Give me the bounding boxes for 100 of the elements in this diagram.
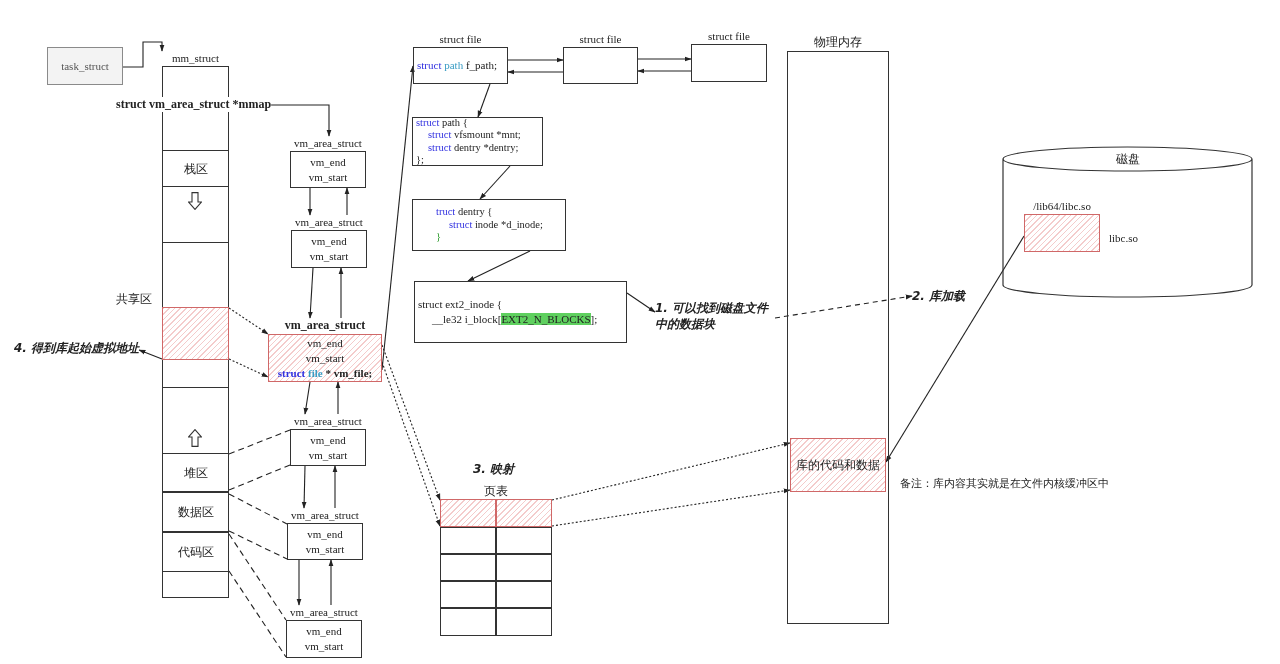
region-label: 库的代码和数据 <box>796 457 880 473</box>
code-line: }; <box>416 154 424 167</box>
arrow <box>626 292 656 313</box>
region-label: 栈区 <box>183 160 208 177</box>
arrow <box>296 559 302 606</box>
dashed-arrow <box>381 344 441 501</box>
code-box <box>412 199 566 251</box>
dashed-arrow <box>381 361 441 527</box>
dashed-arrow <box>551 488 791 527</box>
arrow <box>307 187 313 216</box>
step-label: 4. 得到库起始虚拟地址 <box>14 340 140 356</box>
field-name: vm_end <box>310 154 346 170</box>
page-table-entry <box>496 554 552 581</box>
library-region <box>790 438 886 492</box>
memory-region <box>162 453 229 492</box>
struct-box <box>47 47 123 85</box>
dashed-line <box>228 570 287 658</box>
page-table-entry <box>496 527 552 554</box>
column-title: mm_struct <box>171 51 220 66</box>
arrow <box>328 559 334 606</box>
page-table-entry <box>496 499 552 527</box>
code-line: struct inode *d_inode; <box>449 218 543 232</box>
arrow <box>507 69 564 75</box>
code-box <box>414 281 627 343</box>
struct-title: struct file <box>579 32 622 47</box>
field-name: vm_start <box>308 169 348 185</box>
dashed-arrow <box>228 307 269 335</box>
code-line: struct vfsmount *mnt; <box>428 129 521 142</box>
step-label: 3. 映射 <box>473 461 515 477</box>
region-label: 堆区 <box>183 464 208 481</box>
page-table-entry <box>440 527 496 554</box>
field-name: vm_end <box>306 624 342 639</box>
arrow <box>138 349 163 360</box>
region-label: 代码区 <box>177 544 214 560</box>
pointer-field: struct vm_area_struct *mmap <box>116 97 272 112</box>
dashed-arrow <box>228 358 269 378</box>
page-table-entry <box>496 608 552 636</box>
arrow <box>335 381 341 415</box>
dashed-line <box>228 530 288 560</box>
code-line: struct ext2_inode { <box>418 297 503 312</box>
arrow <box>479 165 511 200</box>
struct-title: struct file <box>708 29 750 44</box>
disk-label: 磁盘 <box>1115 151 1140 167</box>
struct-title: vm_area_struct <box>294 136 362 151</box>
field-name: struct file * vm_file; <box>277 365 373 381</box>
code-line: __le32 i_block[EXT2_N_BLOCKS]; <box>432 312 598 327</box>
field-name: vm_end <box>310 432 346 448</box>
arrow <box>467 250 531 282</box>
code-line: } <box>436 231 442 244</box>
memory-region <box>162 492 229 532</box>
file-name: libc.so <box>1109 231 1139 246</box>
file-path: /lib64/libc.so <box>1033 199 1091 214</box>
note-text: 备注：库内容其实就是在文件内核缓冲区中 <box>900 476 1109 491</box>
arrow <box>122 41 165 68</box>
arrow <box>303 381 311 415</box>
region-label: 共享区 <box>116 291 152 307</box>
field-name: vm_start <box>304 639 344 654</box>
arrow <box>885 235 1025 463</box>
step-label: 1. 可以找到磁盘文件中的数据块 <box>655 300 775 332</box>
arrow <box>344 187 350 216</box>
page-table-entry <box>440 608 496 636</box>
page-table-entry <box>440 581 496 608</box>
arrow <box>637 68 692 74</box>
dashed-line <box>228 493 288 525</box>
column-title: 物理内存 <box>814 34 862 50</box>
code-line: struct dentry *dentry; <box>428 141 519 154</box>
dashed-line <box>228 429 291 455</box>
step-label: 2. 库加载 <box>912 288 966 304</box>
dashed-arrow <box>774 294 913 319</box>
arrow <box>338 267 344 319</box>
struct-title: vm_area_struct <box>295 215 363 230</box>
struct-title: struct file <box>439 32 482 47</box>
struct-title: vm_area_struct <box>291 508 359 523</box>
struct-name: task_struct <box>61 58 109 74</box>
field-name: vm_end <box>311 234 347 249</box>
dashed-line <box>228 464 291 491</box>
field-name: vm_start <box>305 350 345 366</box>
arrow <box>477 83 491 118</box>
region-label: 数据区 <box>177 504 214 520</box>
memory-region <box>162 532 229 572</box>
page-table-entry <box>440 554 496 581</box>
code-line: struct path { <box>416 116 468 129</box>
arrow <box>637 56 692 62</box>
code-line: truct dentry { <box>436 206 493 219</box>
struct-title: vm_area_struct <box>284 318 366 333</box>
arrow <box>270 104 332 137</box>
page-table-entry <box>440 499 496 527</box>
arrow <box>301 465 307 509</box>
arrow <box>307 267 314 319</box>
table-title: 页表 <box>484 483 508 499</box>
dashed-line <box>228 533 287 621</box>
field-name: vm_start <box>305 541 345 557</box>
field-name: vm_start <box>309 249 349 264</box>
struct-title: vm_area_struct <box>290 605 358 620</box>
arrow <box>332 465 338 509</box>
code-line: struct path f_path; <box>417 58 498 73</box>
dashed-arrow <box>551 442 791 501</box>
memory-region <box>162 150 229 187</box>
struct-title: vm_area_struct <box>294 414 362 429</box>
field-name: vm_start <box>308 447 348 463</box>
